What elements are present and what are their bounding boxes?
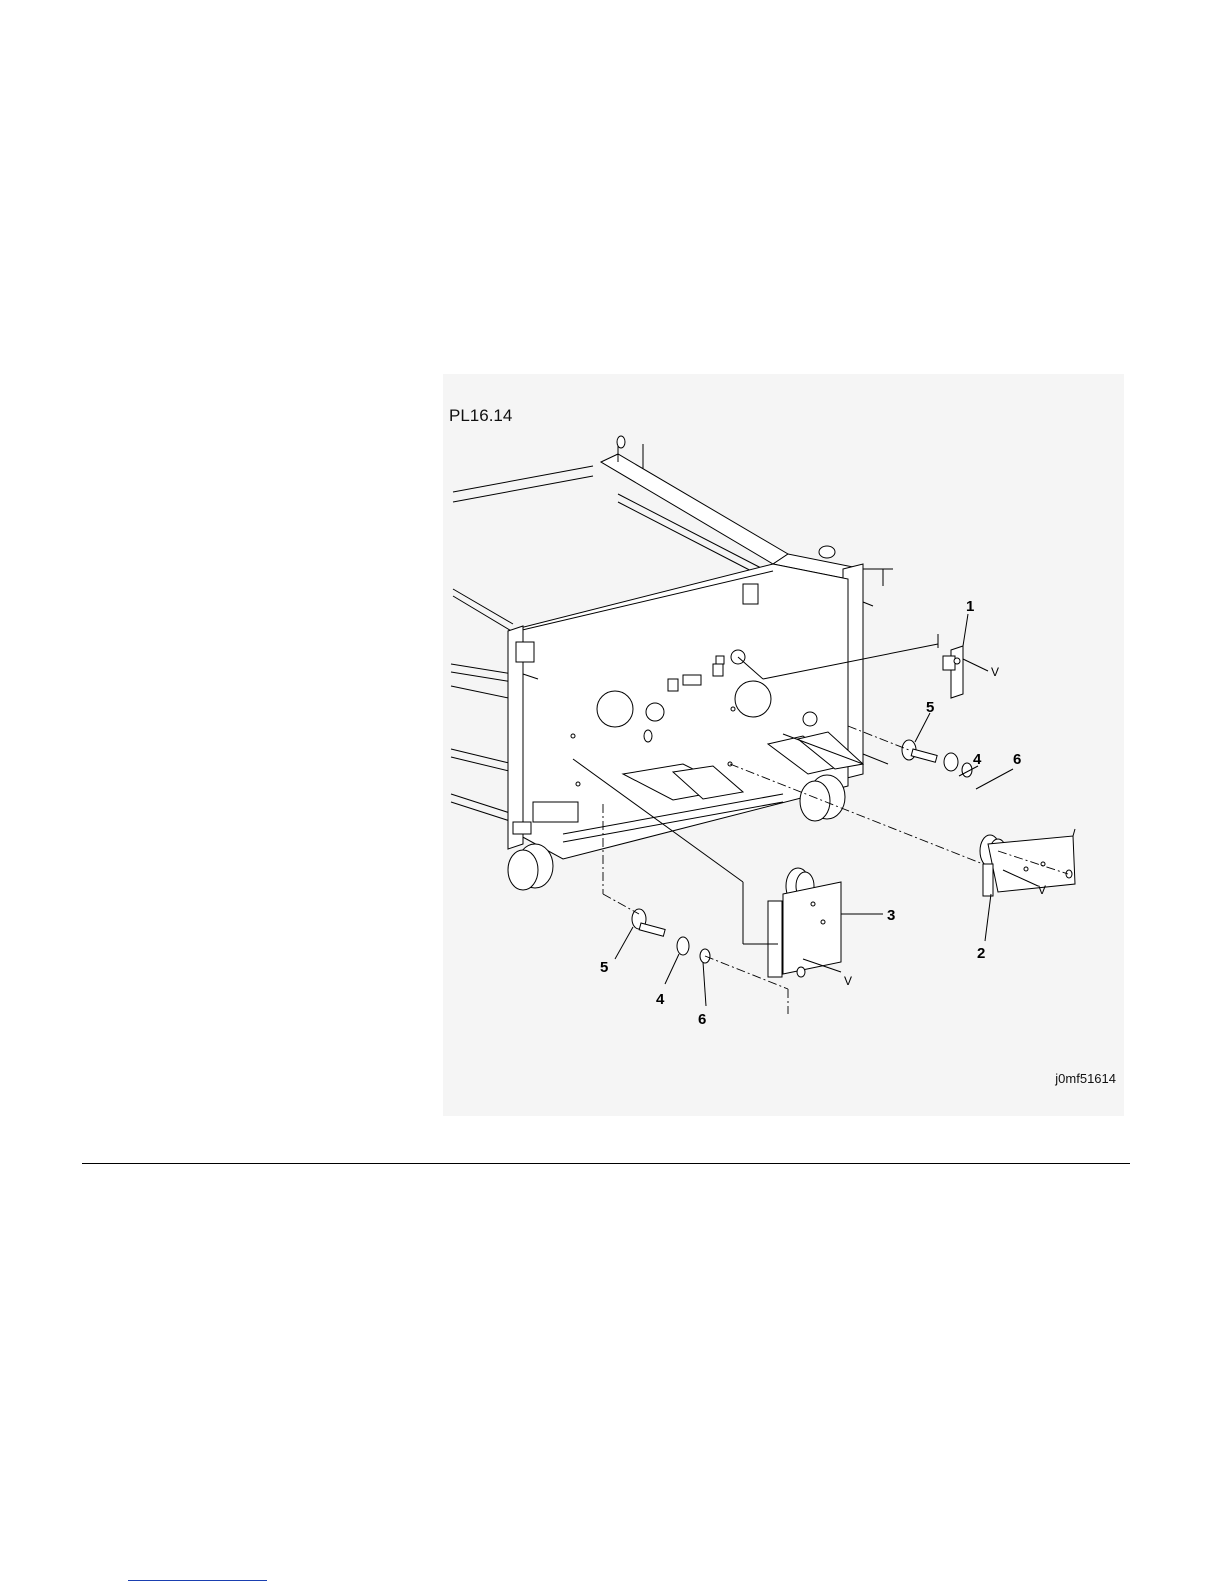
callout-6-lower: 6 — [698, 1011, 706, 1028]
footer-link-underline[interactable] — [128, 1580, 267, 1581]
callout-5-upper: 5 — [926, 699, 934, 716]
callout-1: 1 — [966, 598, 974, 615]
screw-mark-part-3: V — [844, 974, 852, 988]
callout-4-upper: 4 — [973, 751, 982, 768]
figure-title: PL16.14 — [449, 406, 512, 426]
parts-diagram-figure: 1 2 3 4 4 5 5 6 6 V V V PL16.14 j0mf5161… — [443, 374, 1124, 1116]
part-2-gear-bracket — [980, 829, 1075, 896]
screw-mark-part-1: V — [991, 665, 999, 679]
screw-mark-part-2: V — [1038, 883, 1046, 897]
top-cross-beam — [601, 436, 893, 586]
callout-6-upper: 6 — [1013, 751, 1021, 768]
part-3-gear-bracket — [768, 868, 841, 977]
exploded-assembly-drawing: 1 2 3 4 4 5 5 6 6 V V V — [443, 374, 1124, 1116]
horizontal-rule — [82, 1163, 1130, 1164]
callout-2: 2 — [977, 945, 985, 962]
callout-5-lower: 5 — [600, 959, 608, 976]
figure-image-id: j0mf51614 — [1055, 1071, 1116, 1086]
callout-3: 3 — [887, 907, 895, 924]
callout-4-lower: 4 — [656, 991, 665, 1008]
